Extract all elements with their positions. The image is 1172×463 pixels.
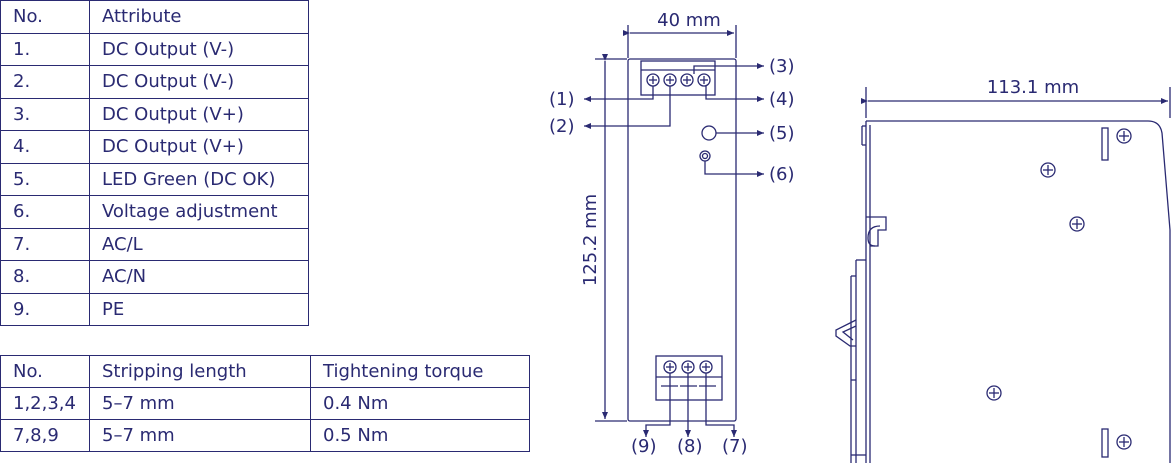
dc-terminal-screws [646,73,711,87]
dc-terminal-block [640,60,716,96]
callout-3: (3) [769,56,795,77]
width-dimension-label: 40 mm [657,10,721,31]
leader-3 [693,63,764,74]
table-row: 2.DC Output (V-) [0,65,309,99]
table-header-row: No.Attribute [0,0,309,34]
cell-attribute: AC/L [89,227,309,261]
leader-2 [584,86,671,129]
cell-attribute: DC Output (V-) [89,32,309,66]
vent-slot-top [1101,127,1109,161]
vent-slot-bottom [1101,428,1109,458]
cell-number: 9. [0,292,90,326]
table-row: 4.DC Output (V+) [0,130,309,164]
cell-attribute: DC Output (V+) [89,97,309,131]
leader-1 [584,86,654,102]
voltage-adjust-pot [699,150,711,162]
callout-1: (1) [549,89,575,110]
cell-number: 7. [0,227,90,261]
leader-9 [643,373,671,437]
cell-number: 3. [0,97,90,131]
table-row: 6.Voltage adjustment [0,195,309,229]
ac-terminal-screws [663,360,713,374]
callout-9: (9) [631,436,657,457]
header-no: No. [0,355,90,388]
cell-torque: 0.5 Nm [310,419,530,452]
leader-6 [704,161,764,177]
header-no: No. [0,0,90,34]
table-row: 7.AC/L [0,227,309,261]
cell-attribute: LED Green (DC OK) [89,162,309,196]
side-view [835,87,1171,463]
table-row: 3.DC Output (V+) [0,97,309,131]
cell-number: 5. [0,162,90,196]
led-indicator [701,125,717,141]
side-housing-outline [866,120,1171,463]
cell-number: 8. [0,260,90,294]
callout-6: (6) [769,164,795,185]
leader-4 [705,86,764,102]
cell-number: 6. [0,195,90,229]
cell-attribute: PE [89,292,309,326]
cell-stripping-length: 5–7 mm [89,387,311,420]
callout-2: (2) [549,116,575,137]
cell-attribute: DC Output (V+) [89,130,309,164]
front-view [584,25,764,437]
front-housing-outline [627,58,737,422]
table-row: 5.LED Green (DC OK) [0,162,309,196]
cell-attribute: DC Output (V-) [89,65,309,99]
ac-terminal-block [655,355,723,401]
height-dimension-label: 125.2 mm [580,194,601,286]
cell-attribute: Voltage adjustment [89,195,309,229]
depth-dimension-label: 113.1 mm [987,77,1079,98]
callout-7: (7) [722,436,748,457]
callout-5: (5) [769,123,795,144]
callout-4: (4) [769,89,795,110]
leader-7 [705,373,737,437]
callout-8: (8) [677,436,703,457]
header-attribute: Attribute [89,0,309,34]
cell-number: 4. [0,130,90,164]
cell-stripping-length: 5–7 mm [89,419,311,452]
side-screws [986,128,1132,450]
din-rail-clip [835,216,887,463]
cell-torque: 0.4 Nm [310,387,530,420]
table-row: 9.PE [0,292,309,326]
table-row: 1.DC Output (V-) [0,32,309,66]
cell-terminals: 7,8,9 [0,419,90,452]
